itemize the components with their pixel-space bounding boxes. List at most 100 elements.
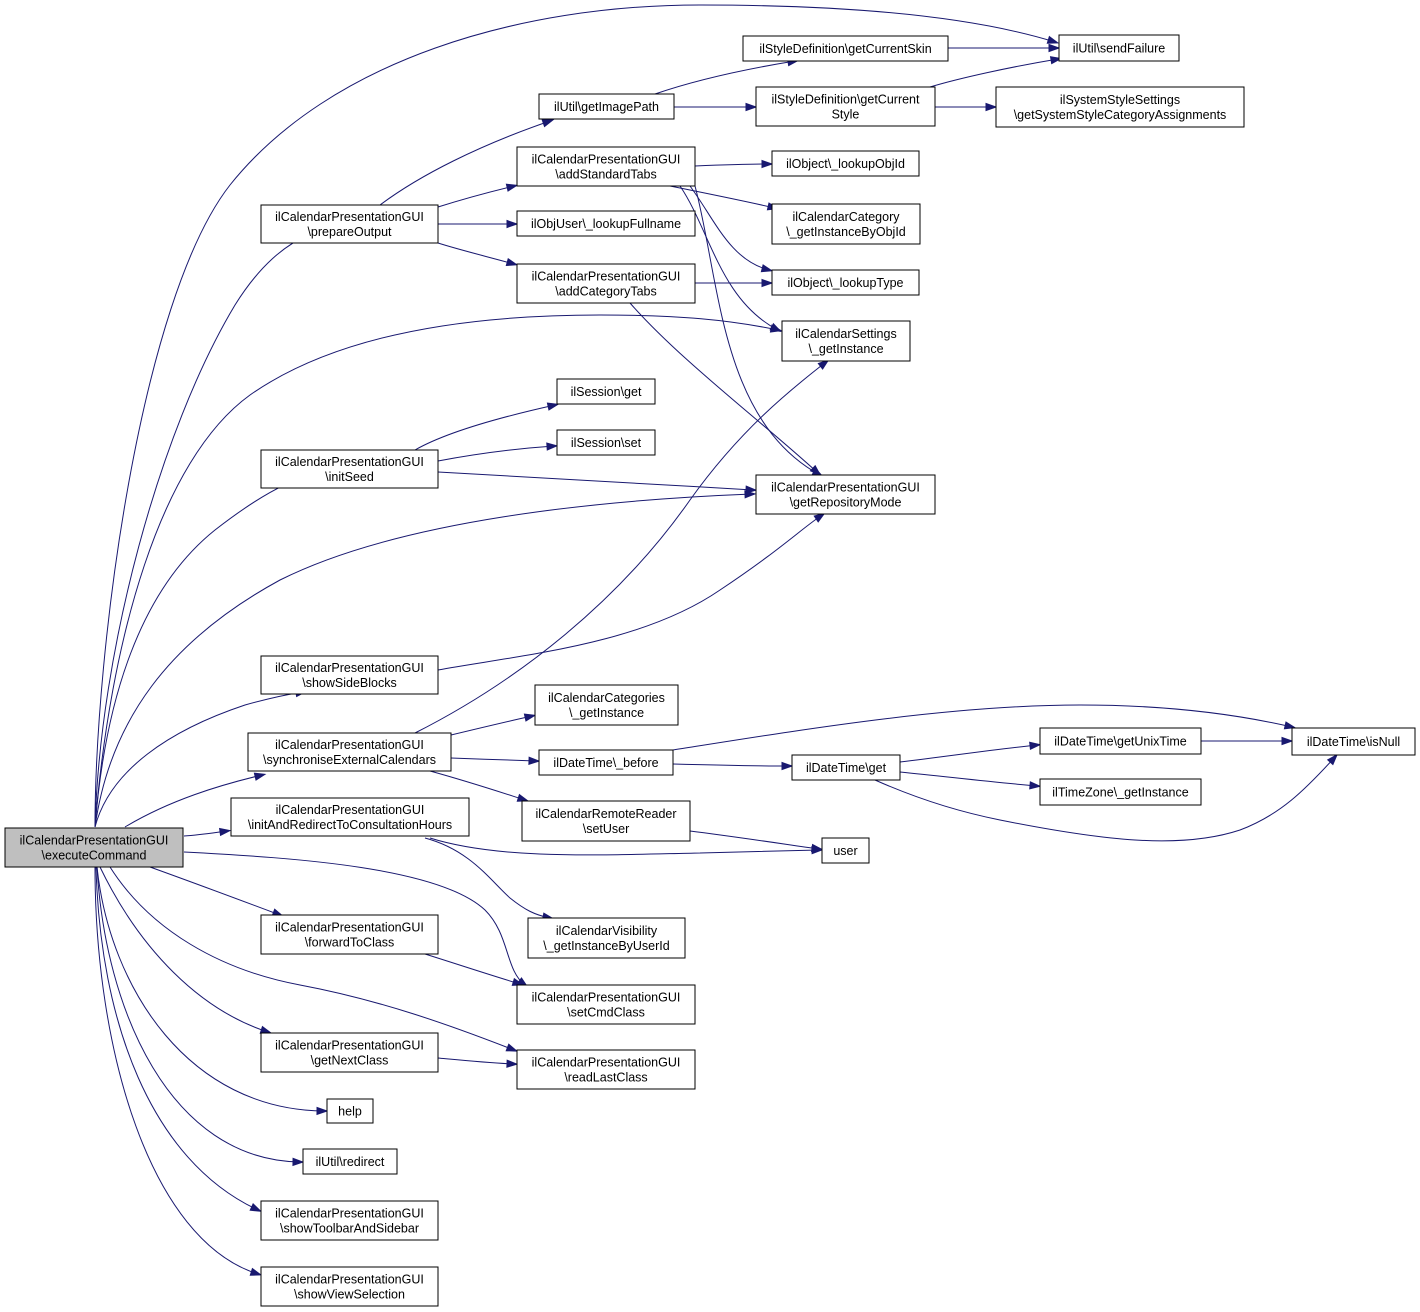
arrowhead-icon xyxy=(292,1157,305,1167)
edge-getUnixTime-to-isNull xyxy=(1201,736,1294,746)
node-label-line: \addStandardTabs xyxy=(555,168,656,182)
node-executeCommand[interactable]: ilCalendarPresentationGUI\executeCommand xyxy=(4,827,184,868)
node-dtBefore[interactable]: ilDateTime\_before xyxy=(538,749,674,776)
node-sendFailure[interactable]: ilUtil\sendFailure xyxy=(1058,34,1180,62)
edge-dtGet-to-getUnixTime xyxy=(899,741,1042,763)
node-label-line: ilCalendarPresentationGUI xyxy=(275,1207,424,1221)
edge-prepareOutput-to-lookupFullname xyxy=(438,219,519,229)
node-label-line: ilCalendarPresentationGUI xyxy=(275,661,424,675)
node-showSideBlocks[interactable]: ilCalendarPresentationGUI\showSideBlocks xyxy=(260,655,439,695)
node-prepareOutput[interactable]: ilCalendarPresentationGUI\prepareOutput xyxy=(260,204,439,244)
node-getImagePath[interactable]: ilUtil\getImagePath xyxy=(538,93,675,120)
edge-line xyxy=(414,361,827,734)
arrowhead-icon xyxy=(761,159,774,169)
node-box xyxy=(260,914,439,955)
node-styleAssignments[interactable]: ilSystemStyleSettings\getSystemStyleCate… xyxy=(995,86,1245,128)
edge-line xyxy=(437,471,754,491)
node-box xyxy=(302,1148,398,1175)
edge-executeCommand-to-synchroniseExternalCalendars xyxy=(124,772,267,828)
node-box xyxy=(1039,778,1202,806)
node-lookupObjId[interactable]: ilObject\_lookupObjId xyxy=(771,150,920,177)
node-label-line: ilCalendarPresentationGUI xyxy=(532,270,681,284)
node-lookupType[interactable]: ilObject\_lookupType xyxy=(771,269,920,296)
edge-line xyxy=(672,704,1293,751)
arrowhead-icon xyxy=(541,119,555,128)
edge-line xyxy=(437,1057,515,1065)
node-label-line: \_getInstanceByUserId xyxy=(543,939,670,953)
node-box xyxy=(821,837,870,864)
edge-line xyxy=(94,4,1056,828)
node-label-line: \initAndRedirectToConsultationHours xyxy=(248,818,452,832)
node-user[interactable]: user xyxy=(821,837,870,864)
node-box xyxy=(527,917,686,959)
node-label-line: ilCalendarPresentationGUI xyxy=(276,803,425,817)
node-visibility[interactable]: ilCalendarVisibility\_getInstanceByUserI… xyxy=(527,917,686,959)
edge-line xyxy=(429,837,820,856)
node-getUnixTime[interactable]: ilDateTime\getUnixTime xyxy=(1039,727,1202,755)
function-nodes: ilCalendarPresentationGUI\executeCommand… xyxy=(4,34,1416,1307)
node-box xyxy=(516,210,696,237)
node-box xyxy=(556,378,656,405)
node-settingsGetInstance[interactable]: ilCalendarSettings\_getInstance xyxy=(781,320,911,362)
edge-line xyxy=(95,866,259,1211)
arrowhead-icon xyxy=(523,713,537,722)
node-initSeed[interactable]: ilCalendarPresentationGUI\initSeed xyxy=(260,449,439,489)
node-box xyxy=(556,429,656,456)
node-label-line: ilCalendarPresentationGUI xyxy=(275,738,424,752)
node-initAndRedirectToConsultationHours[interactable]: ilCalendarPresentationGUI\initAndRedirec… xyxy=(230,797,470,837)
node-box xyxy=(771,203,921,245)
edge-initSeed-to-sessionGet xyxy=(414,402,560,451)
node-setUser[interactable]: ilCalendarRemoteReader\setUser xyxy=(521,800,691,842)
node-box xyxy=(755,86,936,127)
node-label-line: ilDateTime\get xyxy=(806,761,887,775)
node-sessionSet[interactable]: ilSession\set xyxy=(556,429,656,456)
node-box xyxy=(516,984,696,1025)
node-addCategoryTabs[interactable]: ilCalendarPresentationGUI\addCategoryTab… xyxy=(516,263,696,304)
node-showToolbarAndSidebar[interactable]: ilCalendarPresentationGUI\showToolbarAnd… xyxy=(260,1200,439,1241)
edge-prepareOutput-to-addCategoryTabs xyxy=(437,242,519,267)
edge-line xyxy=(629,302,819,474)
arrowhead-icon xyxy=(1326,753,1339,766)
arrowhead-icon xyxy=(761,278,774,288)
node-setCmdClass[interactable]: ilCalendarPresentationGUI\setCmdClass xyxy=(516,984,696,1025)
arrowhead-icon xyxy=(810,843,824,853)
node-label-line: ilCalendarPresentationGUI xyxy=(275,210,424,224)
node-redirect[interactable]: ilUtil\redirect xyxy=(302,1148,398,1175)
node-label-line: \_getInstanceByObjId xyxy=(786,225,906,239)
node-getNextClass[interactable]: ilCalendarPresentationGUI\getNextClass xyxy=(260,1032,439,1073)
node-box xyxy=(538,93,675,120)
node-box xyxy=(260,1200,439,1241)
node-box xyxy=(521,800,691,842)
node-isNull[interactable]: ilDateTime\isNull xyxy=(1291,727,1416,756)
node-addStandardTabs[interactable]: ilCalendarPresentationGUI\addStandardTab… xyxy=(516,146,696,187)
node-synchroniseExternalCalendars[interactable]: ilCalendarPresentationGUI\synchroniseExt… xyxy=(247,732,452,772)
node-getRepositoryMode[interactable]: ilCalendarPresentationGUI\getRepositoryM… xyxy=(755,474,936,515)
arrowhead-icon xyxy=(546,402,560,411)
edge-line xyxy=(424,837,551,919)
node-catByObjId[interactable]: ilCalendarCategory\_getInstanceByObjId xyxy=(771,203,921,245)
node-label-line: ilDateTime\isNull xyxy=(1307,735,1400,749)
node-readLastClass[interactable]: ilCalendarPresentationGUI\readLastClass xyxy=(516,1049,696,1090)
node-help[interactable]: help xyxy=(326,1098,374,1124)
node-sessionGet[interactable]: ilSession\get xyxy=(556,378,656,405)
node-getCurrentSkin[interactable]: ilStyleDefinition\getCurrentSkin xyxy=(742,35,949,62)
node-label-line: \_getInstance xyxy=(808,342,883,356)
node-showViewSelection[interactable]: ilCalendarPresentationGUI\showViewSelect… xyxy=(260,1266,439,1307)
edge-line xyxy=(899,744,1038,763)
edge-prepareOutput-to-addStandardTabs xyxy=(437,183,519,208)
node-box xyxy=(771,150,920,177)
node-dtGet[interactable]: ilDateTime\get xyxy=(791,754,901,781)
node-categoriesGetInstance[interactable]: ilCalendarCategories\_getInstance xyxy=(534,684,679,726)
edge-line xyxy=(679,185,779,331)
node-forwardToClass[interactable]: ilCalendarPresentationGUI\forwardToClass xyxy=(260,914,439,955)
edge-prepareOutput-to-getImagePath xyxy=(379,119,555,206)
node-label-line: \forwardToClass xyxy=(305,936,395,950)
edge-dtGet-to-tzGetInstance xyxy=(899,771,1042,790)
node-label-line: ilCalendarPresentationGUI xyxy=(532,991,681,1005)
edge-executeCommand-to-showToolbarAndSidebar xyxy=(95,866,263,1212)
node-box xyxy=(516,263,696,304)
node-tzGetInstance[interactable]: ilTimeZone\_getInstance xyxy=(1039,778,1202,806)
node-lookupFullname[interactable]: ilObjUser\_lookupFullname xyxy=(516,210,696,237)
edge-dtBefore-to-dtGet xyxy=(672,761,794,771)
